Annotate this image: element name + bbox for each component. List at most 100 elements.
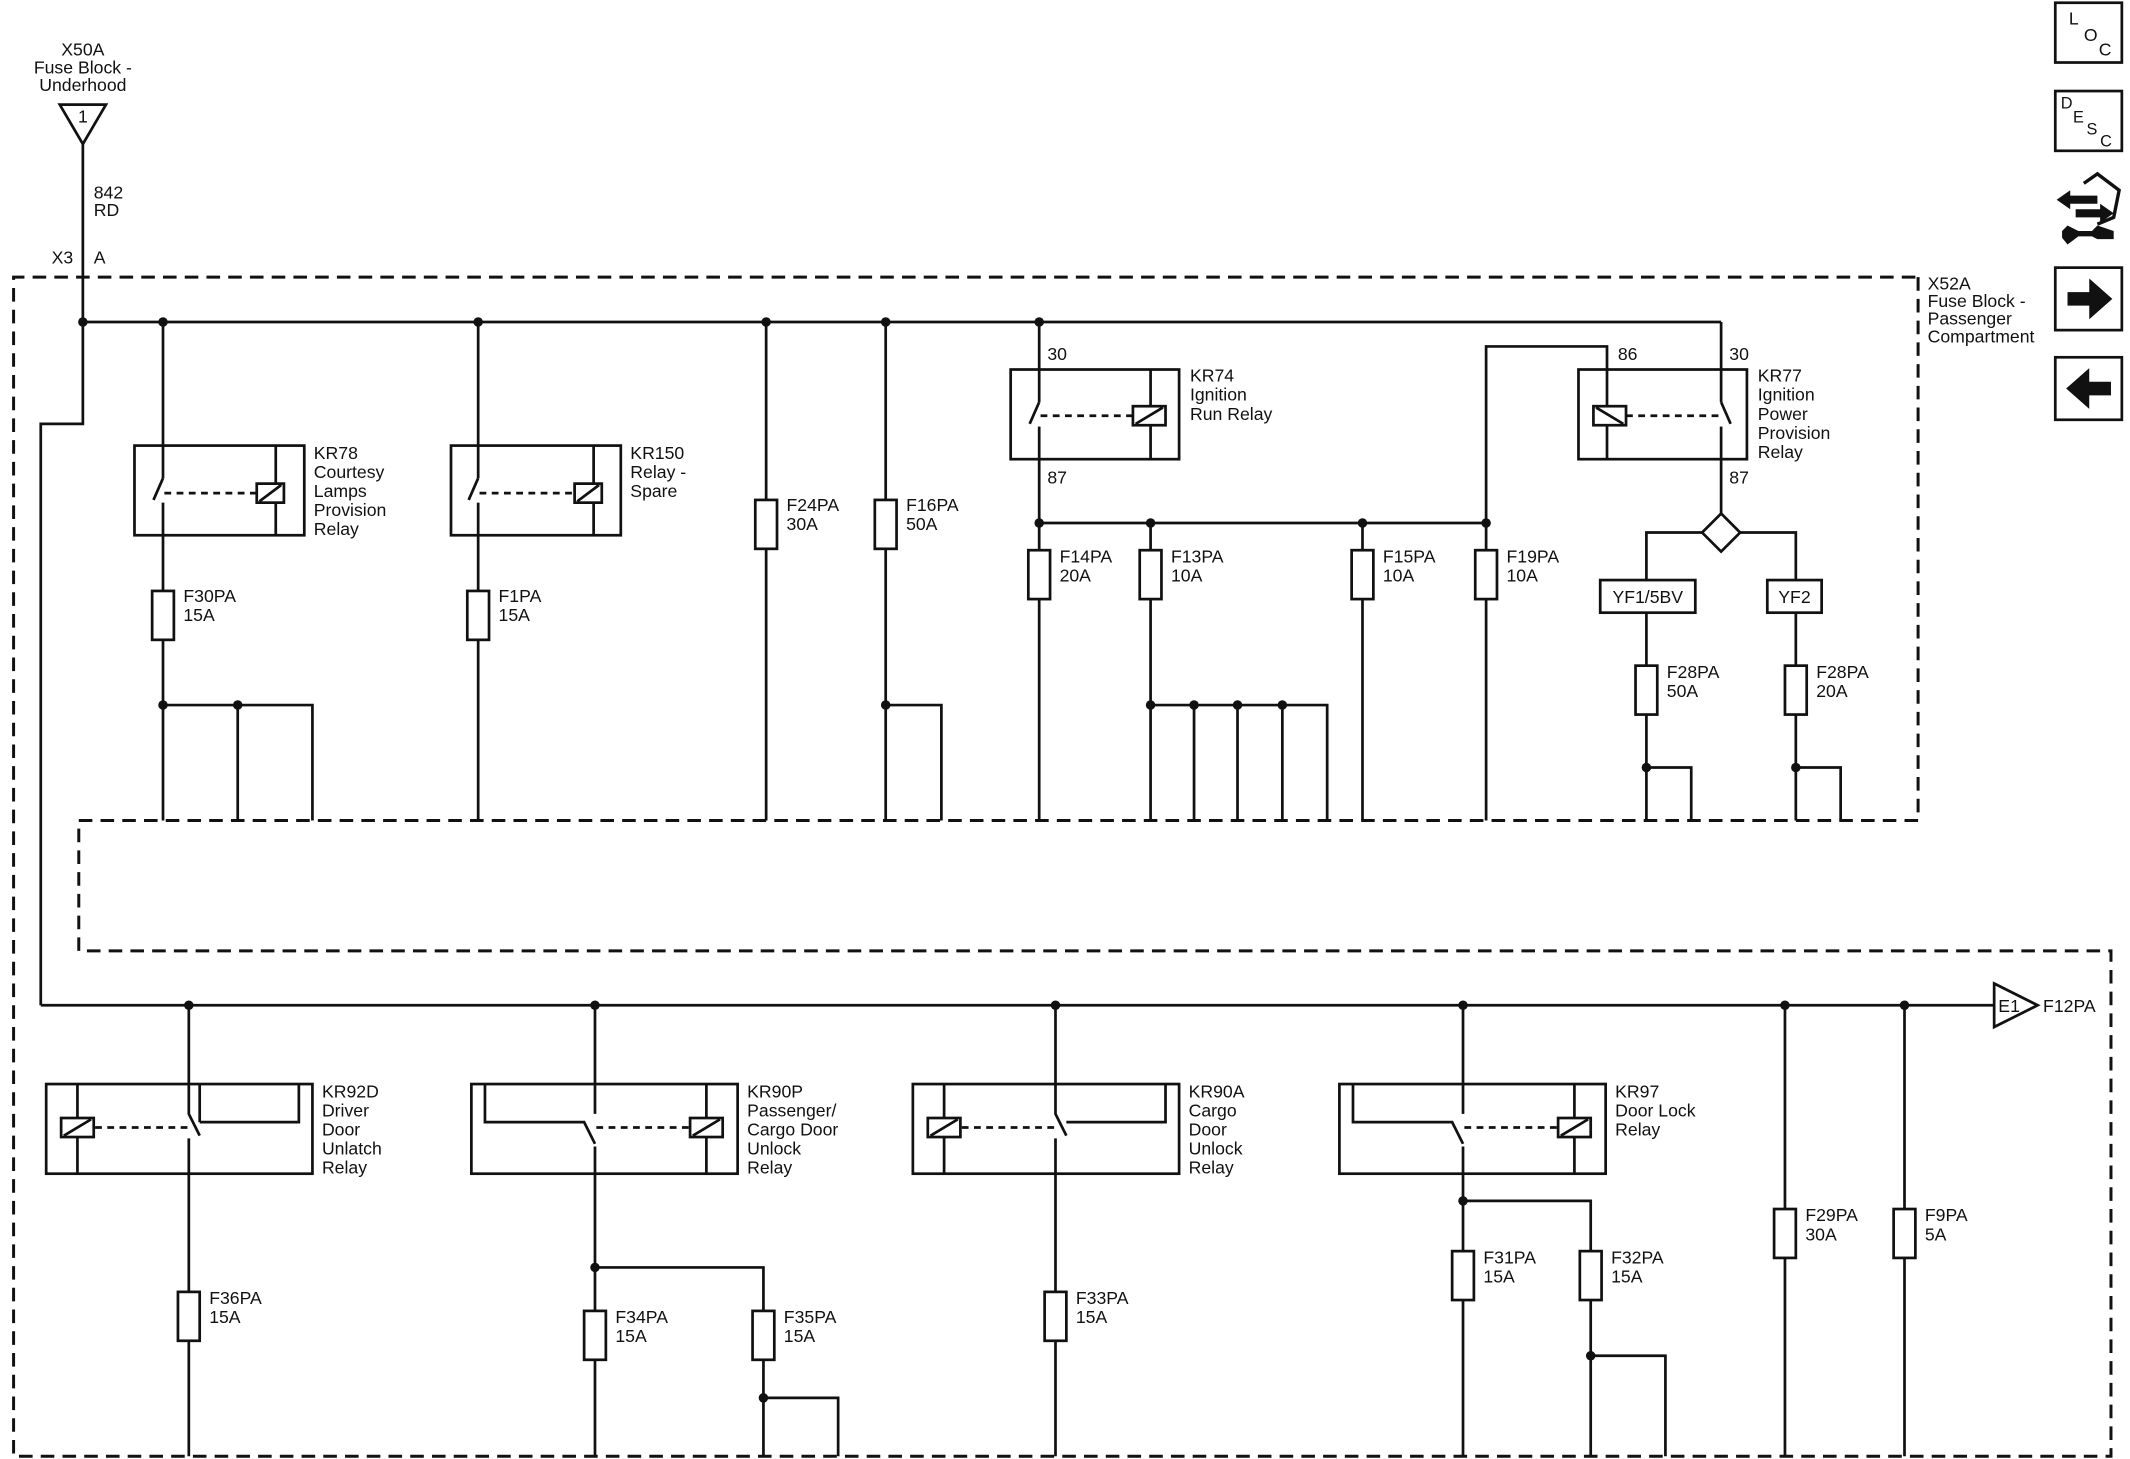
f36-label: F36PA	[209, 1288, 262, 1308]
f30-label: F30PA	[183, 586, 236, 606]
desc-button[interactable]: D E S C	[2053, 89, 2124, 153]
kr90p-label-0: KR90P	[747, 1082, 803, 1102]
relay-kr92d	[44, 1005, 314, 1457]
kr92d-label-3: Unlatch	[322, 1139, 382, 1159]
main-block-line-2: Passenger	[1928, 309, 2012, 329]
f31-rating: 15A	[1483, 1266, 1515, 1286]
desc-letter-e: E	[2073, 108, 2084, 126]
f24-rating: 30A	[787, 514, 819, 534]
relay-kr77	[1577, 368, 1749, 461]
fuse-f16pa	[873, 498, 898, 551]
loc-letter-c: C	[2099, 40, 2112, 60]
fuse-f19pa	[1473, 548, 1499, 601]
relay-kr150	[449, 321, 623, 537]
fuse-f32pa	[1578, 1249, 1603, 1302]
arrow-left-button[interactable]	[2053, 355, 2124, 422]
kr150-label-1: Relay -	[630, 462, 686, 482]
connector-pin: A	[94, 248, 106, 268]
f15-rating: 10A	[1383, 565, 1415, 585]
f1-rating: 15A	[499, 605, 531, 625]
f15-label: F15PA	[1383, 546, 1436, 566]
f28a-rating: 50A	[1667, 681, 1699, 701]
relay-kr90p	[470, 1005, 739, 1457]
f19-rating: 10A	[1506, 565, 1538, 585]
fuse-f28pa-50a	[1634, 664, 1659, 716]
arrow-right-icon	[2067, 278, 2113, 320]
arrow-left-icon	[2066, 368, 2111, 409]
f33-rating: 15A	[1076, 1307, 1108, 1327]
kr97-label-2: Relay	[1615, 1120, 1660, 1140]
f9-label: F9PA	[1925, 1205, 1968, 1225]
source-block-name: Fuse Block -	[34, 57, 132, 77]
kr74-label-2: Run Relay	[1190, 404, 1273, 424]
feed-circuit-number: 842	[94, 182, 123, 202]
kr78-label-3: Provision	[314, 500, 387, 520]
arrow-right-button[interactable]	[2053, 266, 2124, 332]
kr90a-label-1: Cargo	[1189, 1101, 1237, 1121]
f32-label: F32PA	[1611, 1247, 1664, 1267]
fuse-f33pa	[1043, 1290, 1068, 1343]
main-block-line-1: Fuse Block -	[1928, 291, 2026, 311]
source-block-id: X50A	[61, 40, 104, 60]
fuse-f30pa	[150, 589, 176, 642]
kr77-label-0: KR77	[1758, 366, 1802, 386]
kr92d-label-0: KR92D	[322, 1082, 379, 1102]
kr97-label-0: KR97	[1615, 1082, 1659, 1102]
kr90a-label-2: Door	[1189, 1120, 1227, 1140]
kr92d-label-1: Driver	[322, 1101, 369, 1121]
kr90p-label-1: Passenger/	[747, 1101, 836, 1121]
kr90a-label-0: KR90A	[1189, 1082, 1245, 1102]
kr77-pin-86: 86	[1618, 344, 1638, 364]
loc-letter-l: L	[2069, 8, 2079, 28]
offpage-label: F12PA	[2043, 996, 2096, 1016]
relay-kr78	[133, 321, 306, 537]
f19-label: F19PA	[1506, 546, 1559, 566]
main-block-id: X52A	[1928, 273, 1971, 293]
desc-letter-c: C	[2100, 133, 2112, 151]
fuse-f29pa	[1772, 1207, 1798, 1260]
f34-label: F34PA	[615, 1307, 668, 1327]
relay-kr90a	[911, 1005, 1181, 1457]
fuse-f35pa	[751, 1309, 776, 1362]
fuse-f28pa-20a	[1783, 664, 1809, 716]
f30-rating: 15A	[183, 605, 215, 625]
f28b-label: F28PA	[1816, 662, 1869, 682]
passenger-fuse-block-outline	[12, 275, 2113, 1458]
f36-rating: 15A	[209, 1307, 241, 1327]
f16-label: F16PA	[906, 495, 959, 515]
kr90p-label-3: Unlock	[747, 1139, 801, 1159]
f9-rating: 5A	[1925, 1224, 1947, 1244]
desc-letter-d: D	[2061, 95, 2073, 113]
kr74-label-1: Ignition	[1190, 385, 1247, 405]
connector-tool-icon[interactable]	[2056, 171, 2122, 245]
source-pin: 1	[78, 106, 88, 126]
kr90p-label-2: Cargo Door	[747, 1120, 838, 1140]
kr77-label-4: Relay	[1758, 442, 1803, 462]
kr74-pin-30: 30	[1047, 344, 1067, 364]
kr77-label-3: Provision	[1758, 423, 1831, 443]
f28b-rating: 20A	[1816, 681, 1848, 701]
relay-kr74	[1009, 368, 1181, 461]
loc-button[interactable]: L O C	[2053, 1, 2124, 64]
fuse-f1pa	[465, 589, 491, 642]
splice-diamond	[1700, 511, 1743, 554]
loc-letter-o: O	[2084, 25, 2098, 45]
f13-label: F13PA	[1171, 546, 1224, 566]
source-block-name-2: Underhood	[39, 75, 126, 95]
kr77-label-1: Ignition	[1758, 385, 1815, 405]
fuse-f24pa	[753, 498, 779, 551]
f28a-label: F28PA	[1667, 662, 1720, 682]
connector-name: X3	[52, 248, 74, 268]
offpage-ref: E1	[1998, 996, 2020, 1016]
yf2-label: YF2	[1778, 587, 1810, 607]
fuse-f31pa	[1450, 1249, 1476, 1302]
fuse-f34pa	[582, 1309, 608, 1362]
kr90a-label-3: Unlock	[1189, 1139, 1243, 1159]
relay-kr97	[1338, 1005, 1608, 1457]
fuse-f15pa	[1350, 548, 1375, 601]
f35-label: F35PA	[784, 1307, 837, 1327]
kr77-label-2: Power	[1758, 404, 1808, 424]
fuse-f36pa	[176, 1290, 202, 1343]
desc-letter-s: S	[2087, 121, 2098, 139]
